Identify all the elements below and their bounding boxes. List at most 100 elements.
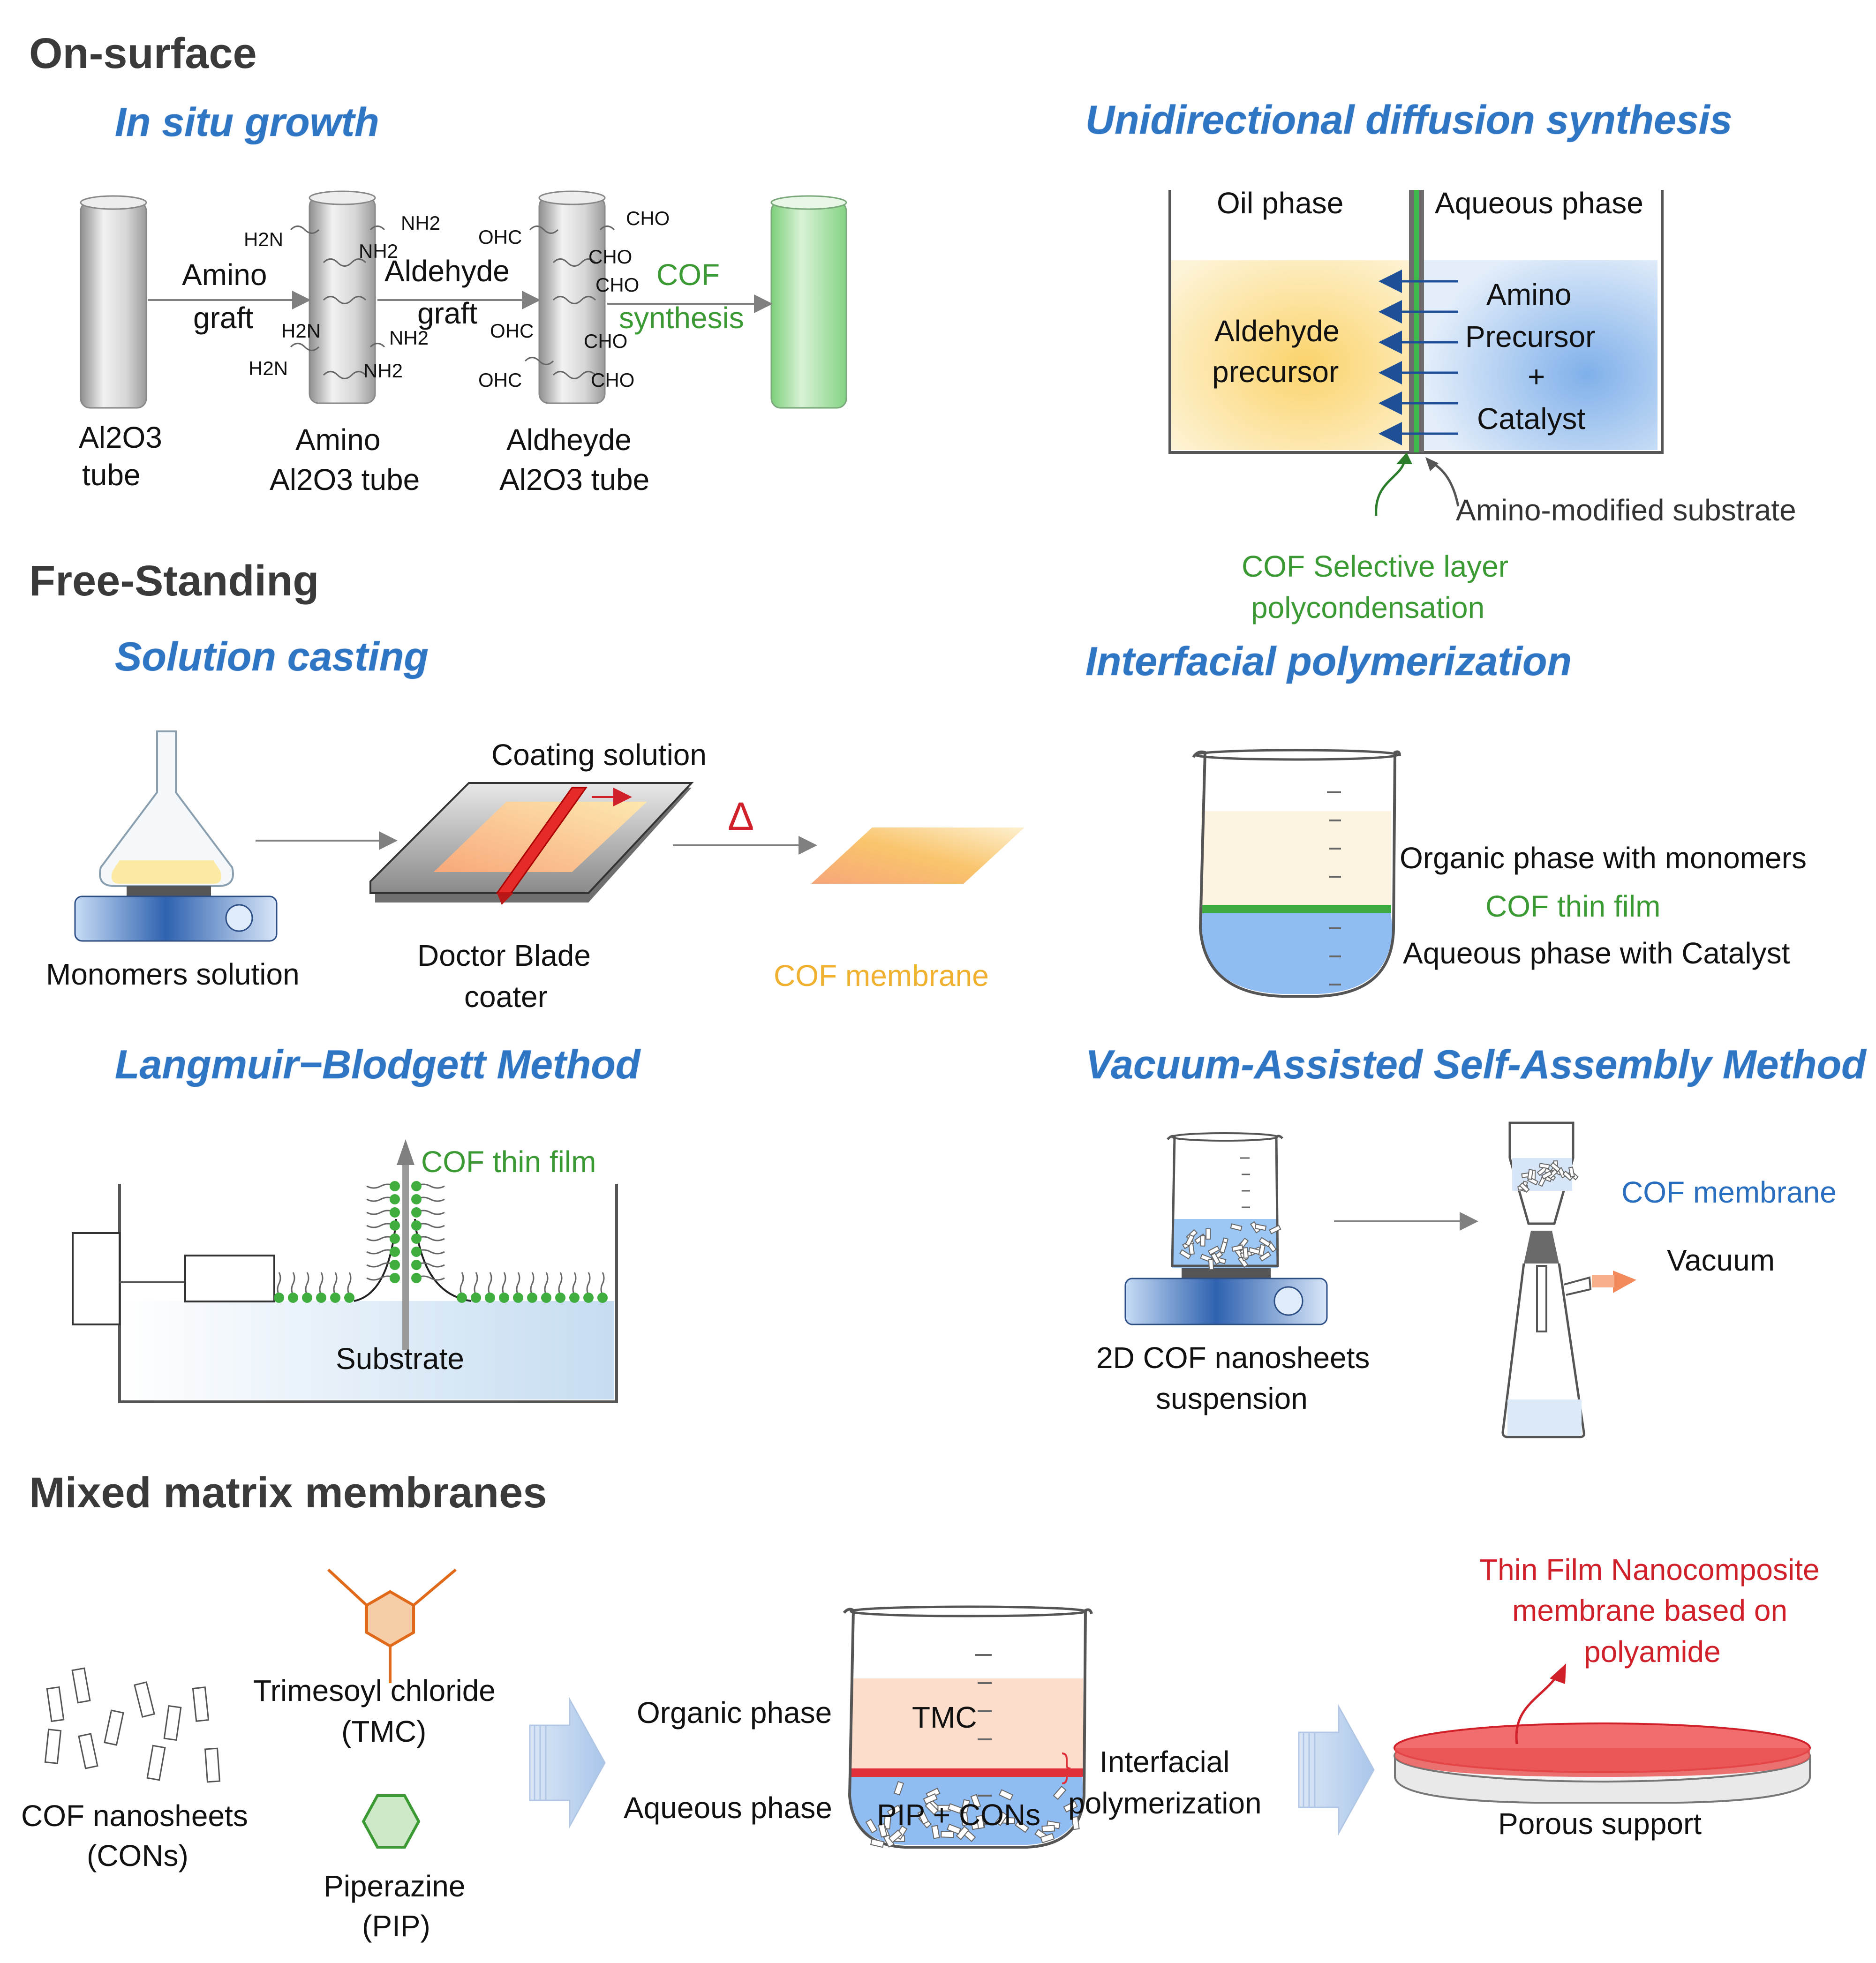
cof-nanosheets-line1: COF nanosheets <box>21 1799 248 1833</box>
nanosheet <box>1205 1228 1211 1240</box>
nanosheet <box>931 1825 940 1839</box>
lb-monolayer-molecules <box>274 1181 608 1303</box>
nanosheet <box>946 1823 962 1835</box>
svg-text:OHC: OHC <box>478 369 522 391</box>
nanosheet <box>1568 1166 1575 1178</box>
svg-text:NH2: NH2 <box>389 327 429 349</box>
amphiphile-head <box>457 1293 467 1303</box>
diffusion-arrows <box>1379 270 1458 445</box>
svg-text:OHC: OHC <box>490 320 534 342</box>
tube-amino <box>290 190 385 404</box>
beaker-nanosheets <box>1179 1221 1281 1271</box>
nanosheet <box>961 1799 970 1813</box>
amphiphile-head <box>344 1293 354 1303</box>
nanosheet <box>1519 1182 1530 1193</box>
tube-cof <box>770 195 847 409</box>
oil-phase-label: Oil phase <box>1217 186 1343 220</box>
amphiphile-tail <box>305 1272 309 1295</box>
tube1-label-line2: tube <box>82 458 141 492</box>
svg-text:NH2: NH2 <box>359 240 398 262</box>
title-solution-casting: Solution casting <box>115 634 429 679</box>
amphiphile-head <box>274 1293 284 1303</box>
amphiphile-head <box>583 1293 594 1303</box>
organic-phase-monomers-label: Organic phase with monomers <box>1400 841 1807 875</box>
nanosheet <box>134 1681 155 1718</box>
nanosheet <box>970 1794 981 1809</box>
pip-line2: (PIP) <box>362 1909 430 1943</box>
nanosheet <box>78 1733 98 1769</box>
amphiphile-head <box>390 1260 400 1270</box>
cof-membrane-label-casting: COF membrane <box>774 959 989 993</box>
amphiphile-tail <box>277 1272 281 1295</box>
svg-text:CHO: CHO <box>584 330 627 352</box>
tfn-line3: polyamide <box>1584 1635 1721 1669</box>
amphiphile-head <box>390 1220 400 1231</box>
delta-symbol: Δ <box>728 794 754 838</box>
svg-text:NH2: NH2 <box>401 212 440 234</box>
arrow1-line2: graft <box>193 301 253 335</box>
amphiphile-head <box>569 1293 580 1303</box>
heading-free-standing: Free-Standing <box>29 557 319 605</box>
aldehyde-precursor-line2: precursor <box>1212 355 1339 389</box>
tmc-structure <box>327 1568 457 1683</box>
nanosheet <box>941 1831 954 1838</box>
nanosheet <box>1179 1249 1192 1260</box>
nanosheets-suspension-line2: suspension <box>1156 1382 1308 1415</box>
amphiphile-head <box>513 1293 523 1303</box>
nanosheet <box>1071 1816 1080 1830</box>
nanosheet <box>1539 1163 1550 1169</box>
amphiphile-head <box>390 1207 400 1218</box>
tube3-label-line2: Al2O3 tube <box>499 463 649 496</box>
amphiphile-tail <box>347 1272 352 1295</box>
tube2-label-line1: Amino <box>295 423 380 457</box>
cof-nanosheets-line2: (CONs) <box>87 1839 188 1873</box>
amphiphile-tail <box>319 1272 324 1295</box>
tmc-in-beaker: TMC <box>912 1700 977 1734</box>
nanosheet <box>1541 1170 1553 1180</box>
nanosheet <box>887 1805 902 1817</box>
arrow3-line2: synthesis <box>619 301 744 335</box>
nanosheet <box>1254 1224 1267 1231</box>
interfacial-line2: polymerization <box>1068 1786 1262 1820</box>
arrow3-line1: COF <box>656 258 720 292</box>
substrate-label-lb: Substrate <box>336 1342 464 1376</box>
title-vacuum-assisted: Vacuum-Assisted Self-Assembly Method <box>1085 1042 1867 1087</box>
amphiphile-head <box>499 1293 509 1303</box>
amphiphile-tail <box>600 1272 605 1295</box>
nanosheet <box>1219 1241 1228 1254</box>
amphiphile-head <box>471 1293 481 1303</box>
nanosheet <box>976 1815 985 1829</box>
nanosheet <box>917 1810 929 1825</box>
svg-text:CHO: CHO <box>626 207 670 229</box>
aldehyde-precursor-line1: Aldehyde <box>1214 314 1340 348</box>
title-interfacial-polymerization: Interfacial polymerization <box>1085 639 1572 684</box>
nanosheets-suspension-line1: 2D COF nanosheets <box>1096 1341 1370 1375</box>
interfacial-beaker <box>1192 749 1401 998</box>
nanosheet <box>923 1793 938 1805</box>
tube2-label-line2: Al2O3 tube <box>270 463 420 496</box>
nanosheet <box>1041 1825 1055 1833</box>
title-langmuir-blodgett: Langmuir−Blodgett Method <box>115 1042 641 1087</box>
nanosheet <box>1015 1820 1030 1833</box>
amino-precursor-line2: Precursor <box>1465 320 1595 353</box>
amphiphile-head <box>411 1247 422 1257</box>
aldehyde-groups: OHC CHO CHO CHO OHC CHO OHC CHO <box>478 207 670 391</box>
tube3-label-line1: Aldheyde <box>506 423 632 457</box>
cof-membrane-sheet <box>811 827 1025 884</box>
lb-trough <box>72 1139 618 1403</box>
amino-modified-substrate-label: Amino-modified substrate <box>1456 493 1796 527</box>
beaker-nanosheets-mmm <box>865 1781 1080 1848</box>
pip-cons-in-beaker: PIP + CONs <box>877 1798 1040 1832</box>
nanosheet <box>1208 1258 1214 1271</box>
tmc-line1: Trimesoyl chloride <box>253 1674 496 1707</box>
nanosheet <box>870 1838 885 1848</box>
nanosheet <box>1200 1235 1205 1247</box>
nanosheet <box>1207 1245 1220 1256</box>
amphiphile-head <box>302 1293 312 1303</box>
tube-al2o3 <box>80 195 147 409</box>
tfn-pointer-head <box>1550 1663 1566 1684</box>
amphiphile-head <box>411 1194 422 1204</box>
heading-mixed-matrix: Mixed matrix membranes <box>29 1469 547 1517</box>
amphiphile-head <box>527 1293 537 1303</box>
